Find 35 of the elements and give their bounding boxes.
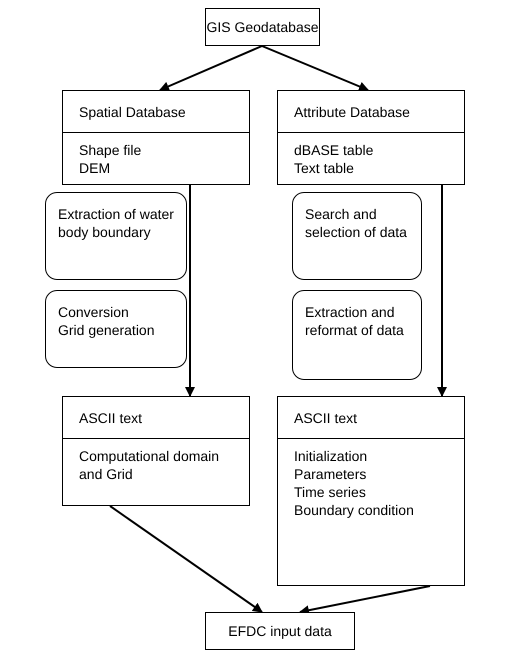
process-box [292,290,422,380]
box-text: GIS Geodatabase [206,18,319,36]
data-box [62,396,250,506]
list-item: Text table [294,159,355,177]
process-box [292,192,422,280]
process-box [45,290,187,368]
arrow [262,45,369,92]
box-text: Extraction of water body boundary [58,205,174,241]
box-heading: Spatial Database [79,102,186,120]
box-text: Search and selection of data [305,205,408,241]
box-text: Conversion [58,303,130,321]
box-heading: ASCII text [79,408,142,426]
arrow [159,45,262,92]
box-text: Extraction and reformat of data [305,303,405,339]
box-text: EFDC input data [228,622,332,640]
list-item: Boundary condition [294,501,415,519]
data-box [277,90,465,185]
data-box [205,8,320,46]
box-heading: Attribute Database [294,102,410,120]
list-item: Initialization [294,447,368,465]
data-box [62,90,250,185]
list-item: DEM [79,159,112,177]
box-text: Grid generation [58,321,156,339]
data-box [277,396,465,586]
data-box [205,612,355,650]
list-item: Computational domain and Grid [79,447,220,483]
box-heading: ASCII text [294,408,358,426]
list-item: Parameters [294,465,368,483]
list-item: Time series [294,483,367,501]
arrow [437,185,447,397]
process-box [45,192,187,280]
arrow [185,185,195,397]
arrow [109,505,263,613]
list-item: dBASE table [294,141,374,159]
list-item: Shape file [79,141,142,159]
